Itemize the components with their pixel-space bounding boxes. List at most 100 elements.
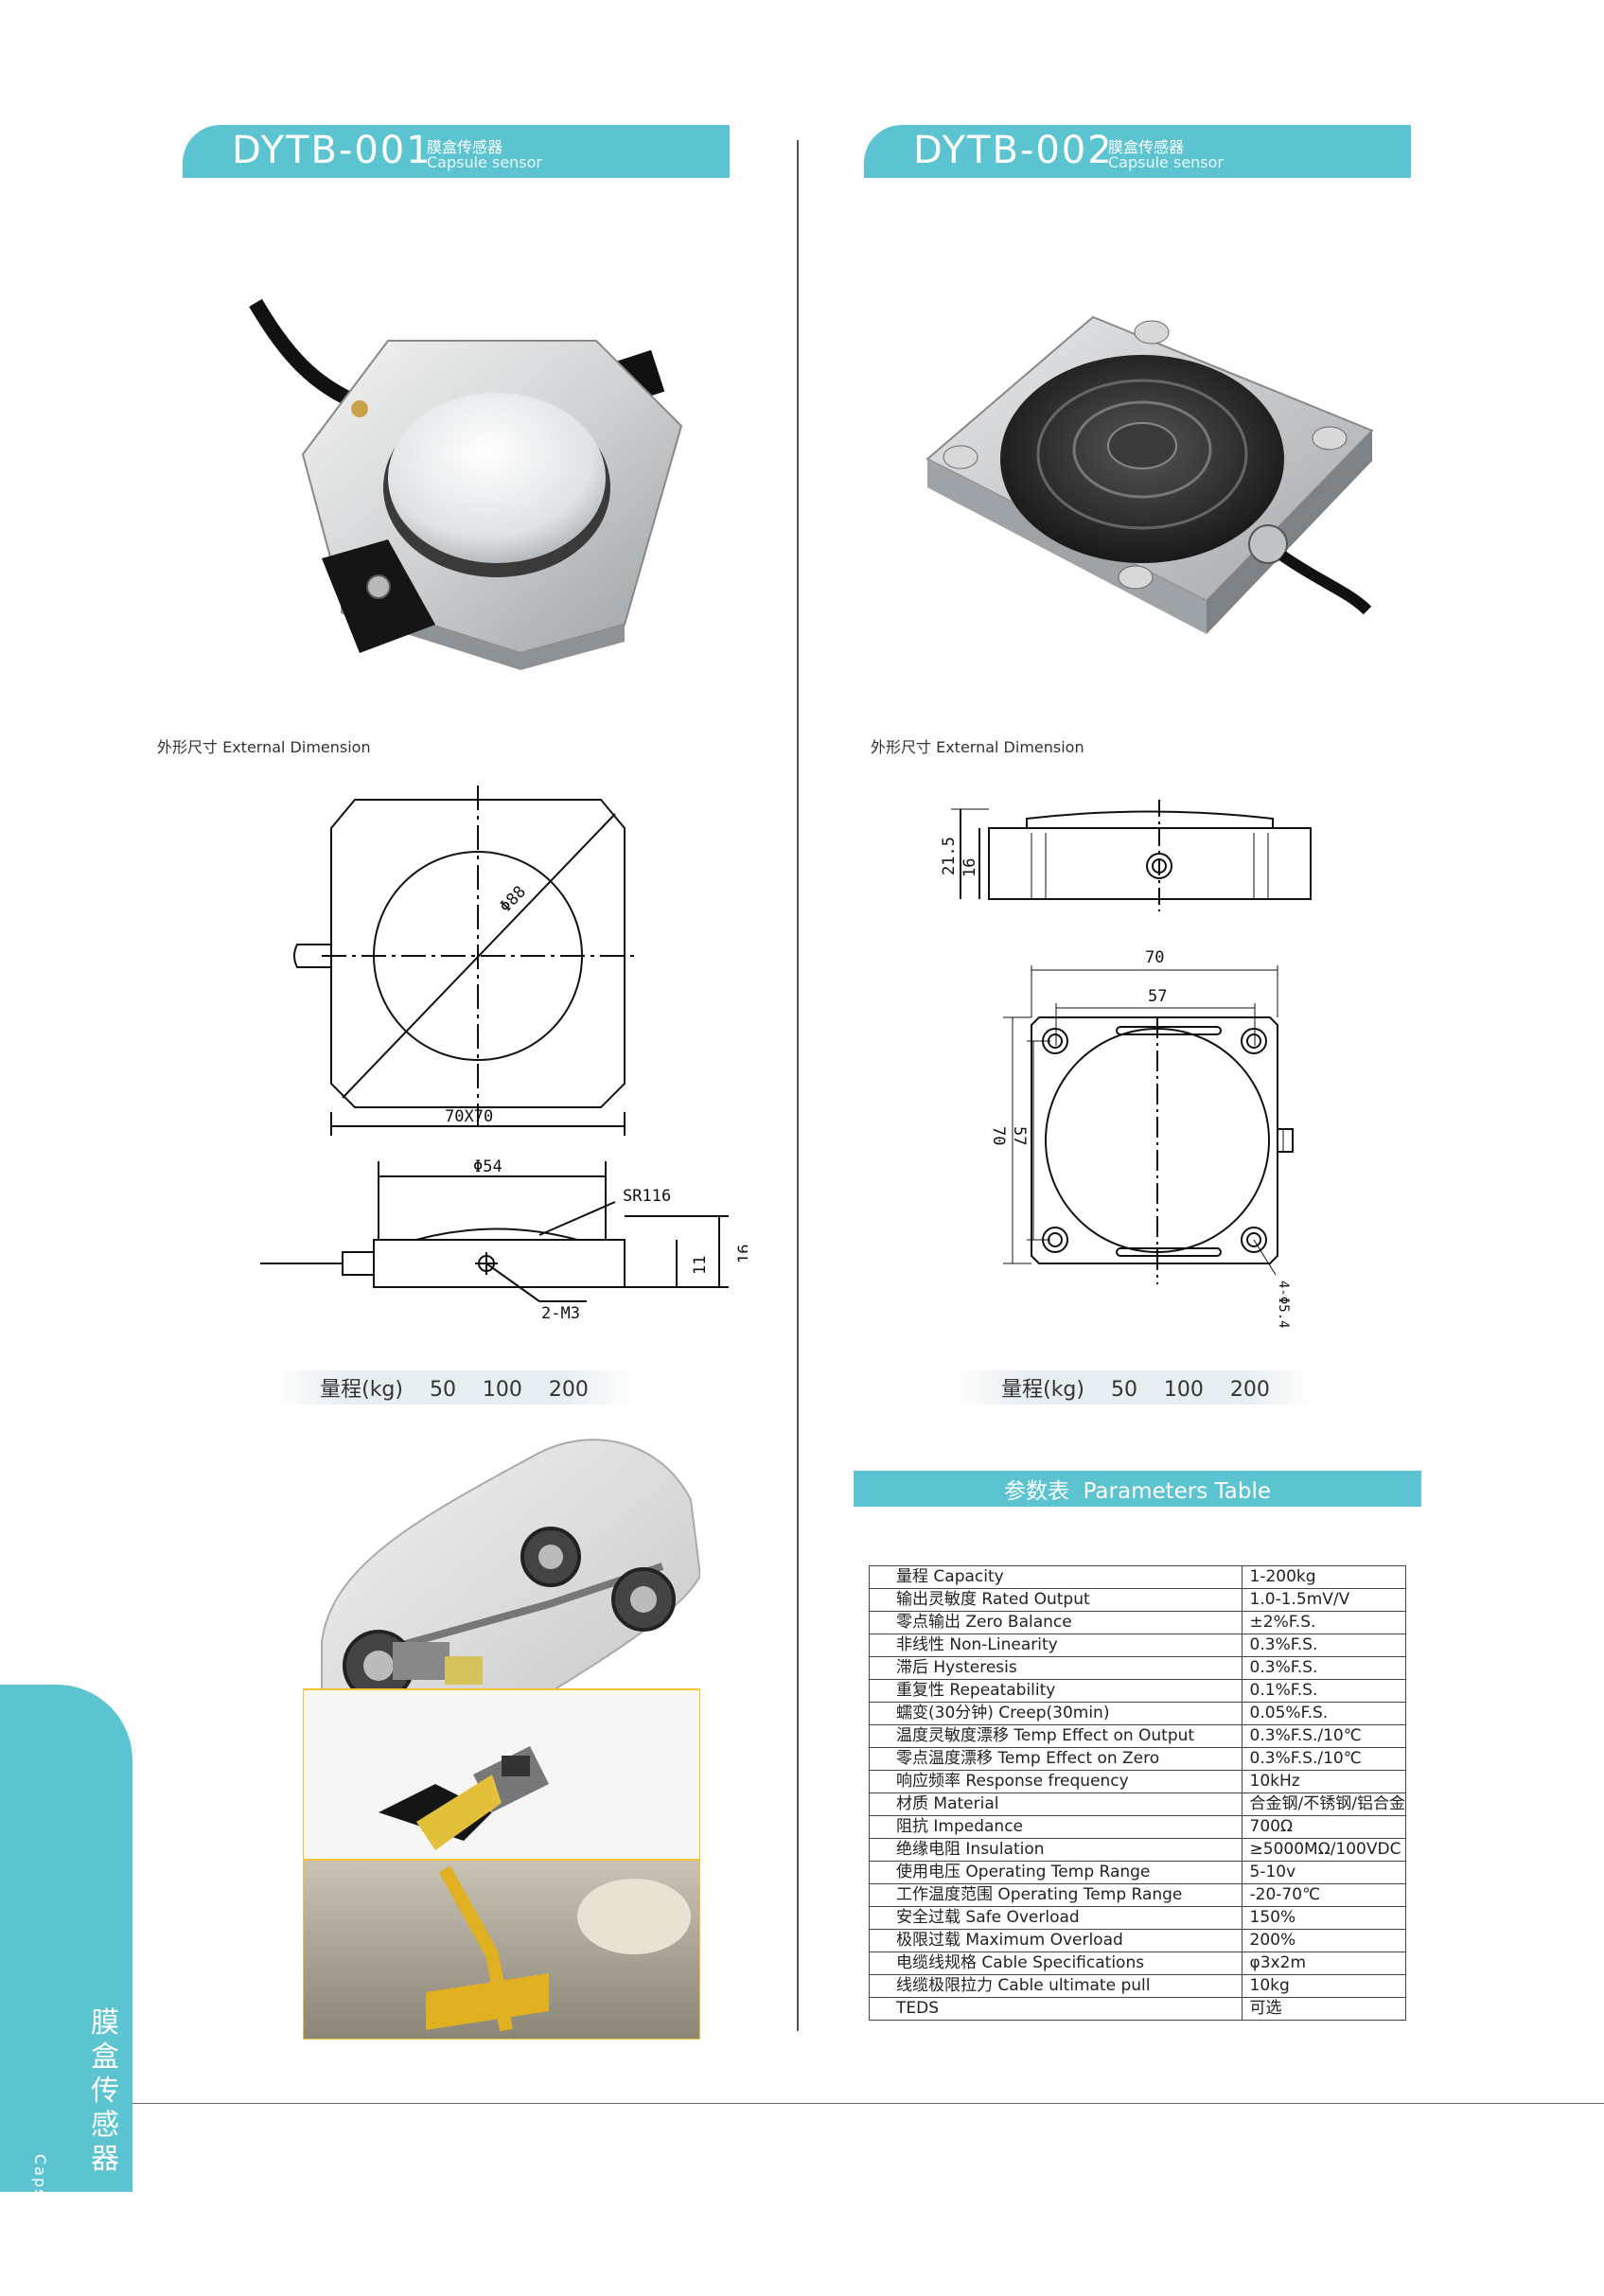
param-name: 极限过载 Maximum Overload [869,1929,1243,1952]
dim-2-m3: 2-M3 [541,1304,580,1323]
drawing-top-view-002: 70 57 70 57 4-Φ5.4 [989,948,1294,1329]
param-value: 150% [1241,1906,1407,1930]
param-value: 0.05%F.S. [1241,1702,1407,1725]
param-name: 安全过载 Safe Overload [869,1906,1243,1930]
param-value: φ3x2m [1241,1952,1407,1975]
dim-sr116: SR116 [623,1187,671,1206]
param-name: 输出灵敏度 Rated Output [869,1588,1243,1612]
param-name: 阻抗 Impedance [869,1815,1243,1839]
dim-holes: 4-Φ5.4 [1276,1280,1291,1329]
dim-w57: 57 [1148,987,1167,1006]
param-value: 10kHz [1241,1770,1407,1793]
param-name: 滞后 Hysteresis [869,1656,1243,1680]
dim-v70: 70 [989,1126,1008,1145]
product-name-cn: 膜盒传感器 [427,138,503,156]
param-value: 0.3%F.S./10℃ [1241,1724,1407,1748]
param-value: 1-200kg [1241,1565,1407,1589]
parameters-table-title: 参数表 Parameters Table [854,1471,1421,1507]
dim-phi-54: Φ54 [473,1159,502,1176]
param-name: 响应频率 Response frequency [869,1770,1243,1793]
drawing-side-view-001: Φ54 SR116 11 16 2-M3 [260,1159,748,1323]
dim-v57: 57 [1010,1126,1029,1145]
param-name: 非线性 Non-Linearity [869,1634,1243,1657]
table-row: 零点输出 Zero Balance±2%F.S. [869,1611,1407,1634]
param-value: 0.3%F.S./10℃ [1241,1747,1407,1771]
param-name: 量程 Capacity [869,1565,1243,1589]
param-value: ≥5000MΩ/100VDC [1241,1838,1407,1862]
dim-70x70: 70X70 [445,1107,493,1126]
param-name: 温度灵敏度漂移 Temp Effect on Output [869,1724,1243,1748]
param-value: 0.3%F.S. [1241,1634,1407,1657]
sidebar-title-cn: 膜盒传感器 [91,2006,119,2176]
param-name: 零点输出 Zero Balance [869,1611,1243,1634]
table-row: 工作温度范围 Operating Temp Range-20-70℃ [869,1883,1407,1907]
param-name: 使用电压 Operating Temp Range [869,1861,1243,1884]
param-value: 可选 [1241,1997,1407,2021]
param-name: 零点温度漂移 Temp Effect on Zero [869,1747,1243,1771]
sidebar-title-en: Capsule sensor [31,2154,49,2296]
dim-diameter-88: Φ88 [496,882,530,916]
header-dytb-001: DYTB-001 膜盒传感器 Capsule sensor [183,125,730,178]
table-row: 绝缘电阻 Insulation≥5000MΩ/100VDC [869,1838,1407,1862]
param-name: 材质 Material [869,1793,1243,1816]
drawing-top-view-001: Φ88 70X70 [293,786,634,1136]
param-value: ±2%F.S. [1241,1611,1407,1634]
dim-h16: 16 [961,858,979,877]
product-photo-dytb-001 [249,298,683,670]
param-name: 线缆极限拉力 Cable ultimate pull [869,1974,1243,1998]
param-name: 工作温度范围 Operating Temp Range [869,1883,1243,1907]
param-name: TEDS [869,1997,1243,2021]
model-title: DYTB-002 [913,129,1114,172]
dim-h16: 16 [735,1245,748,1263]
param-value: 合金钢/不锈钢/铝合金 [1241,1793,1407,1816]
param-value: 700Ω [1241,1815,1407,1839]
param-value: 10kg [1241,1974,1407,1998]
drawing-side-view-002: 21.5 16 [940,800,1312,911]
column-divider [797,140,799,2031]
param-name: 绝缘电阻 Insulation [869,1838,1243,1862]
footer-line [132,2103,1604,2104]
param-name: 蠕变(30分钟) Creep(30min) [869,1702,1243,1725]
param-value: -20-70℃ [1241,1883,1407,1907]
product-name-en: Capsule sensor [1108,153,1225,171]
header-dytb-002: DYTB-002 膜盒传感器 Capsule sensor [864,125,1411,178]
param-value: 200% [1241,1929,1407,1952]
param-value: 1.0-1.5mV/V [1241,1588,1407,1612]
range-bar-002: 量程(kg) 50 100 200 [956,1370,1315,1404]
param-value: 0.1%F.S. [1241,1679,1407,1703]
param-value: 5-10v [1241,1861,1407,1884]
product-photo-dytb-002 [925,315,1374,634]
sidebar-tab [0,1685,132,2192]
application-illustration [303,1439,700,2040]
param-value: 0.3%F.S. [1241,1656,1407,1680]
dimension-label: 外形尺寸 External Dimension [871,738,1084,756]
dim-h11: 11 [691,1256,710,1275]
product-name-en: Capsule sensor [427,153,543,171]
param-name: 电缆线规格 Cable Specifications [869,1952,1243,1975]
dim-h21-5: 21.5 [940,837,959,875]
table-row: 蠕变(30分钟) Creep(30min)0.05%F.S. [869,1702,1407,1725]
param-name: 重复性 Repeatability [869,1679,1243,1703]
dim-w70: 70 [1145,948,1164,967]
model-title: DYTB-001 [232,129,432,172]
dimension-label: 外形尺寸 External Dimension [157,738,371,756]
product-name-cn: 膜盒传感器 [1108,138,1185,156]
range-bar-001: 量程(kg) 50 100 200 [274,1370,634,1404]
